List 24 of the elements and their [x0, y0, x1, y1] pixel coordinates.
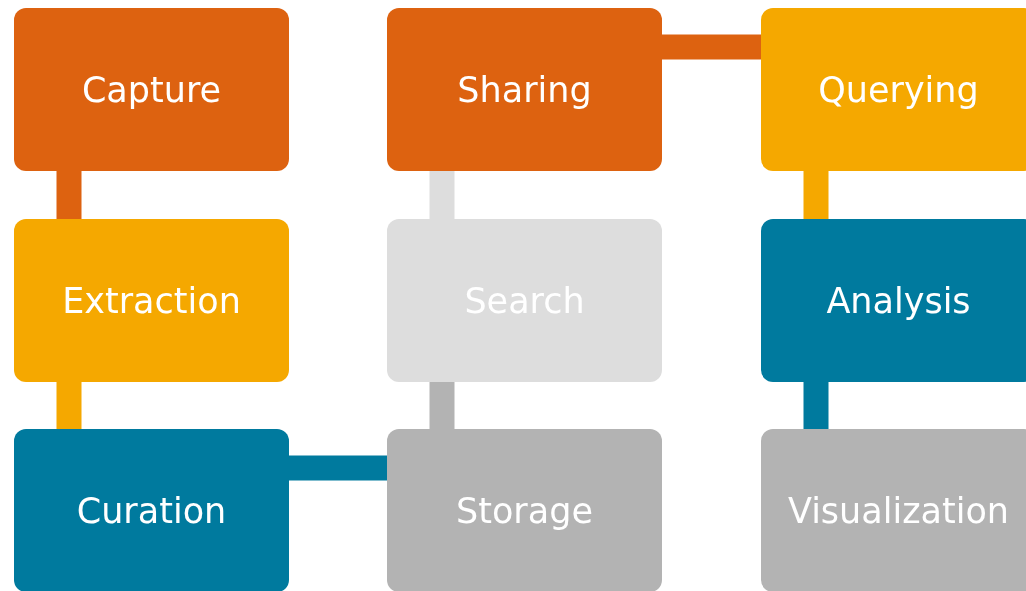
box-label: Curation: [76, 490, 227, 531]
process-box: [387, 429, 662, 591]
box-label: Extraction: [62, 280, 241, 321]
process-box: [761, 8, 1026, 171]
connector-bar: [56, 382, 82, 429]
box-label: Visualization: [787, 490, 1010, 531]
process-box: [14, 219, 289, 382]
box-label: Analysis: [826, 280, 971, 321]
process-box: [761, 219, 1026, 382]
process-box: [387, 219, 662, 382]
connector-bar: [803, 171, 829, 219]
process-box: [14, 8, 289, 171]
connector-bar: [289, 455, 387, 481]
connector-bar: [429, 382, 455, 429]
connector-bar: [662, 34, 761, 60]
connector-bar: [803, 382, 829, 429]
process-box: [14, 429, 289, 591]
process-box: [761, 429, 1026, 591]
box-label: Capture: [81, 69, 222, 110]
box-label: Querying: [818, 69, 979, 110]
connector-bar: [56, 171, 82, 219]
process-box: [387, 8, 662, 171]
box-label: Storage: [456, 490, 593, 531]
box-label: Sharing: [457, 69, 592, 110]
